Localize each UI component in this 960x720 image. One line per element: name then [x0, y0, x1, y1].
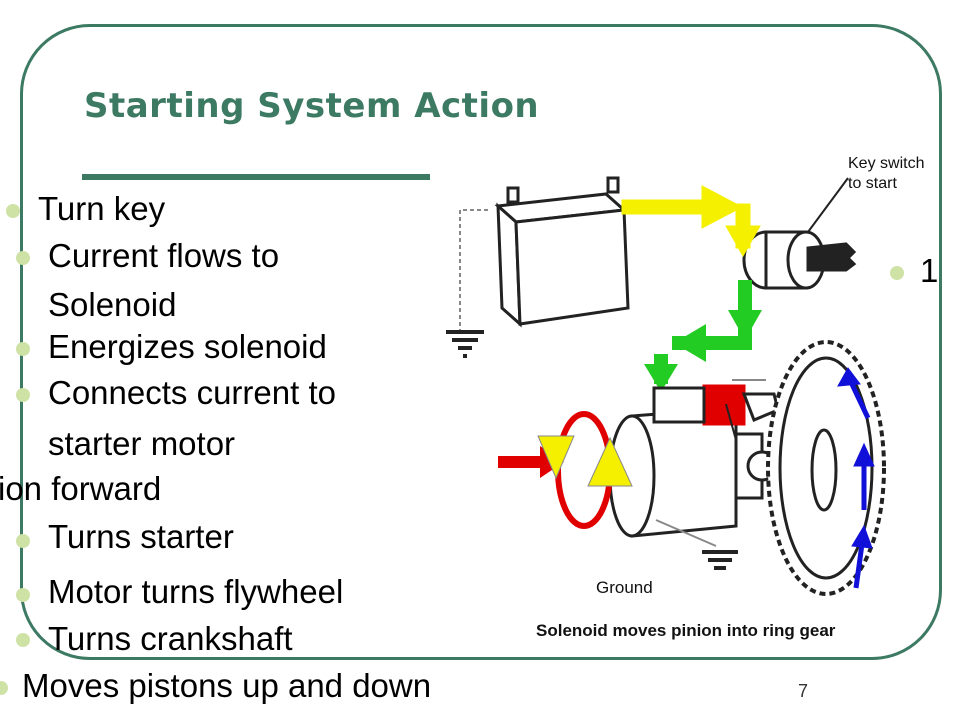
- bullet-dot: [6, 204, 20, 218]
- ground-icon-bottom: [702, 550, 738, 570]
- bullet-dot: [16, 251, 30, 265]
- bullet-dot: [0, 681, 8, 695]
- pinion-arrows-yellow: [537, 435, 633, 487]
- bullet-motor-turns-flywheel: Motor turns flywheel: [48, 573, 344, 610]
- key-switch-icon: [742, 230, 857, 290]
- key-switch-label: Key switch: [848, 155, 924, 172]
- ground-label: Ground: [596, 578, 653, 597]
- bullet-solenoid: Solenoid: [48, 286, 177, 323]
- flywheel-rotation-arrows: [837, 367, 875, 589]
- bullet-turns-crankshaft: Turns crankshaft: [48, 620, 293, 657]
- bullet-pinion-forward: ion forward: [0, 470, 162, 507]
- ground-icon: [446, 330, 484, 358]
- ground-wire-left: [459, 209, 488, 332]
- bullet-dot: [890, 266, 904, 280]
- key-switch-label-2: to start: [848, 175, 897, 192]
- slide-title: Starting System Action: [84, 86, 540, 126]
- bullet-moves-pistons: Moves pistons up and down: [22, 667, 432, 704]
- title-underline: [82, 174, 430, 180]
- bullet-energizes-solenoid: Energizes solenoid: [48, 328, 327, 365]
- diagram-caption: Solenoid moves pinion into ring gear: [536, 621, 836, 640]
- bullet-dot: [16, 388, 30, 402]
- current-arrow-yellow: [621, 185, 761, 258]
- bullet-one: 1: [920, 252, 939, 289]
- bullet-connects-current: Connects current to: [48, 374, 336, 411]
- page-number: 7: [798, 681, 809, 701]
- bullet-turn-key: Turn key: [38, 190, 166, 227]
- bullet-dot: [16, 342, 30, 356]
- bullet-starter-motor: starter motor: [48, 425, 236, 462]
- battery-cable: [725, 403, 737, 441]
- current-arrow-green: [644, 280, 762, 392]
- bullet-current-flows: Current flows to: [48, 237, 280, 274]
- starting-system-diagram: Key switch to start: [446, 155, 924, 640]
- bullet-turns-starter: Turns starter: [48, 518, 234, 555]
- flywheel-icon: [766, 340, 886, 596]
- battery-icon: [494, 176, 630, 328]
- key-switch-pointer: [807, 177, 849, 233]
- bullet-dot: [16, 588, 30, 602]
- bullet-dot: [16, 534, 30, 548]
- ground-wire-bottom: [655, 519, 717, 547]
- starter-motor-icon: [608, 384, 780, 538]
- bullet-dot: [16, 633, 30, 647]
